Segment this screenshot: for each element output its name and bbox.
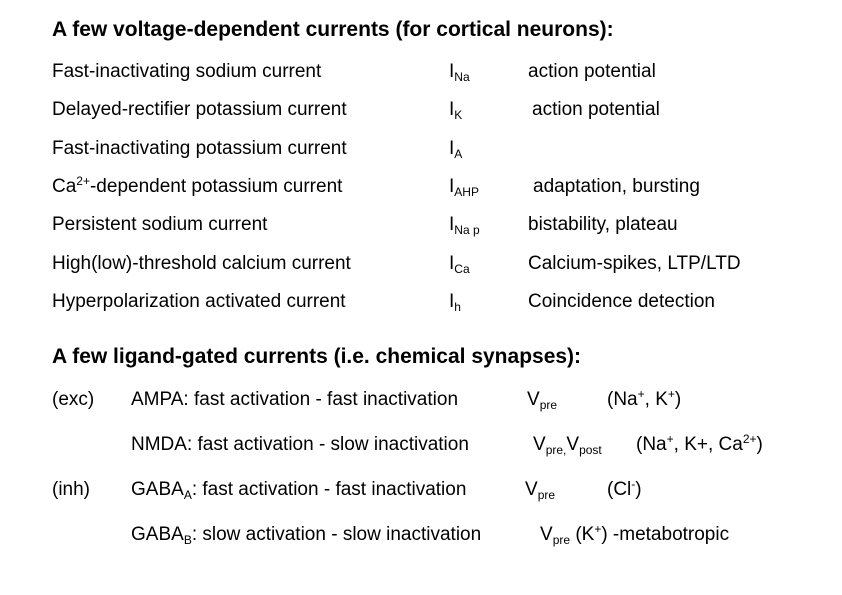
- current-name: Hyperpolarization activated current: [52, 291, 346, 312]
- inh-label: (inh): [52, 479, 91, 500]
- current-name: Persistent sodium current: [52, 214, 268, 235]
- current-symbol: INa: [449, 61, 470, 84]
- current-name: Ca2+-dependent potassium current: [52, 174, 343, 197]
- gabab-description: GABAB: slow activation - slow inactivati…: [131, 524, 482, 547]
- nmda-voltage: Vpre,Vpost: [533, 434, 602, 457]
- current-name: Fast-inactivating potassium current: [52, 138, 347, 159]
- current-symbol: ICa: [449, 253, 470, 276]
- gabab-voltage-ions: Vpre (K+) -metabotropic: [540, 522, 730, 547]
- ampa-ions: (Na+, K+): [607, 387, 682, 410]
- current-role: adaptation, bursting: [533, 176, 700, 197]
- gabaa-ions: (Cl-): [607, 477, 642, 500]
- gabaa-voltage: Vpre: [525, 479, 556, 502]
- nmda-description: NMDA: fast activation - slow inactivatio…: [131, 434, 469, 455]
- current-symbol: IAHP: [449, 176, 479, 199]
- exc-label: (exc): [52, 389, 95, 410]
- current-role: action potential: [532, 99, 660, 120]
- current-name: Fast-inactivating sodium current: [52, 61, 322, 82]
- current-symbol: INa p: [449, 214, 480, 237]
- current-role: Calcium-spikes, LTP/LTD: [528, 253, 741, 274]
- current-symbol: Ih: [449, 291, 461, 314]
- nmda-ions: (Na+, K+, Ca2+): [636, 432, 763, 455]
- current-name: Delayed-rectifier potassium current: [52, 99, 347, 120]
- voltage-heading: A few voltage-dependent currents (for co…: [52, 18, 614, 41]
- current-symbol: IA: [449, 138, 463, 161]
- current-role: Coincidence detection: [528, 291, 715, 312]
- current-symbol: IK: [449, 99, 463, 122]
- ligand-heading: A few ligand-gated currents (i.e. chemic…: [52, 345, 582, 368]
- gabaa-description: GABAA: fast activation - fast inactivati…: [131, 479, 467, 502]
- ampa-description: AMPA: fast activation - fast inactivatio…: [131, 389, 459, 410]
- current-role: bistability, plateau: [528, 214, 678, 235]
- ampa-voltage: Vpre: [527, 389, 558, 412]
- current-role: action potential: [528, 61, 656, 82]
- current-name: High(low)-threshold calcium current: [52, 253, 351, 274]
